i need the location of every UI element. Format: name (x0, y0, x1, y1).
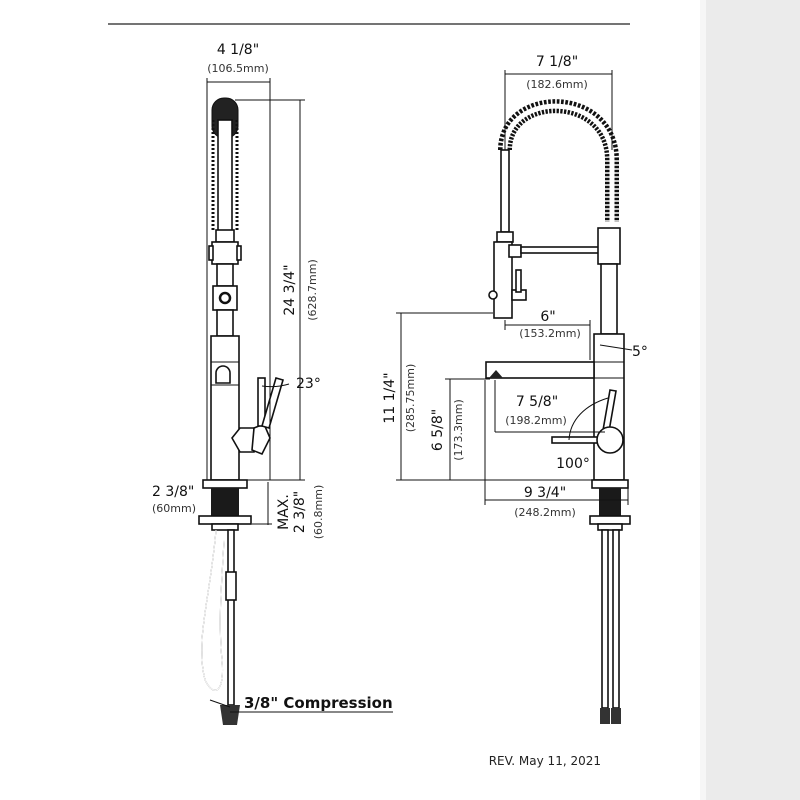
spout-height-mm: (285.75mm) (404, 364, 417, 433)
sprayer-collar (211, 241, 239, 265)
page-gutter (700, 0, 706, 800)
total-reach-mm: (248.2mm) (514, 506, 576, 519)
sprayer-arm (520, 246, 600, 254)
width-in: 7 1/8" (536, 54, 578, 70)
side-view-dimensions (206, 78, 393, 713)
base-dia-in: 2 3/8" (152, 484, 194, 500)
handle-lever-open (261, 377, 284, 429)
faucet-body (210, 335, 240, 481)
mounting-shank (599, 488, 621, 516)
max-deck-mm: (60.8mm) (312, 485, 325, 540)
aerator (489, 370, 503, 378)
height-mm: (628.7mm) (306, 259, 319, 321)
revision-date: REV. May 11, 2021 (489, 754, 601, 768)
spout-reach-mm: (198.2mm) (505, 414, 567, 427)
spray-button (212, 285, 238, 311)
handle-angle: 23° (296, 376, 321, 392)
width-mm: (182.6mm) (526, 78, 588, 91)
spout-angle: 5° (632, 344, 648, 360)
max-deck-label: MAX. (276, 494, 292, 530)
supply-line-cold (612, 529, 620, 709)
width-mm: (106.5mm) (207, 62, 269, 75)
compression-label: 3/8" Compression (244, 694, 393, 712)
aerator-height-mm: (173.3mm) (452, 399, 465, 461)
sprayer-head (493, 241, 513, 319)
base-plate (198, 515, 252, 525)
spout (485, 361, 595, 379)
supply-line (227, 529, 235, 706)
base-dia-mm: (60mm) (152, 502, 196, 515)
max-deck-in: 2 3/8" (292, 491, 308, 533)
spout-reach-in: 7 5/8" (516, 394, 558, 410)
compression-fitting (220, 705, 240, 725)
width-in: 4 1/8" (217, 42, 259, 58)
supply-line-hot (601, 529, 609, 709)
mounting-shank (211, 488, 239, 516)
front-view-faucet (485, 99, 631, 724)
aerator-height-in: 6 5/8" (430, 409, 446, 451)
spring-coil (211, 120, 239, 232)
spout-height-in: 11 1/4" (382, 372, 398, 423)
height-in: 24 3/4" (282, 264, 298, 315)
total-reach-in: 9 3/4" (524, 485, 566, 501)
pull-down-hose (500, 149, 510, 233)
base-plate (589, 515, 631, 525)
side-view-faucet (198, 97, 284, 725)
sprayer-reach-in: 6" (540, 309, 555, 325)
hose (217, 119, 233, 233)
viewer-background (706, 0, 800, 800)
handle-hub (596, 426, 624, 454)
column (600, 263, 618, 335)
handle-rotation: 100° (556, 456, 590, 472)
sprayer-reach-mm: (153.2mm) (519, 327, 581, 340)
coil-collar (597, 227, 621, 265)
front-view-dimensions (396, 70, 633, 505)
